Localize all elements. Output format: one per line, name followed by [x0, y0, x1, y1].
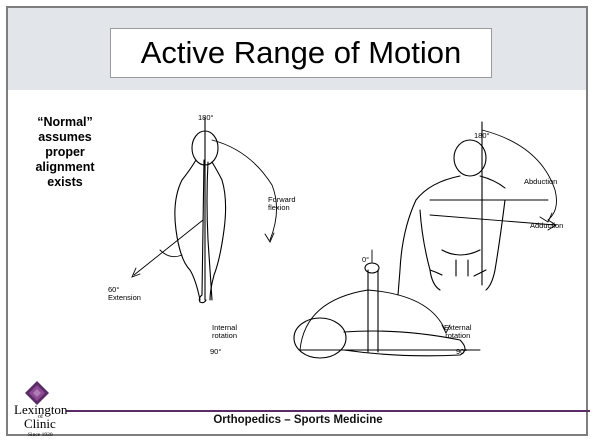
note-line: exists: [20, 175, 110, 190]
note-line: “Normal”: [20, 115, 110, 130]
range-of-motion-illustration: 180° Forward flexion 60° Extension 180° …: [100, 100, 590, 370]
logo-clinic: Clinic: [24, 416, 56, 432]
anatomy-line-drawing: [100, 100, 590, 370]
extension-text: Extension: [108, 294, 141, 302]
normal-alignment-note: “Normal” assumes proper alignment exists: [20, 115, 110, 190]
forward-flexion-line: flexion: [268, 204, 296, 212]
abduction-180-label: 180°: [474, 132, 490, 140]
forward-flexion-figure: [132, 118, 277, 303]
slide-title: Active Range of Motion: [141, 35, 462, 71]
internal-rotation-line: rotation: [212, 332, 237, 340]
abduction-adduction-figure: [398, 122, 556, 295]
footer-divider: [66, 410, 590, 412]
extension-label: 60° Extension: [108, 286, 141, 302]
footer-department: Orthopedics – Sports Medicine: [0, 414, 596, 426]
title-box: Active Range of Motion: [110, 28, 492, 78]
adduction-label: Adduction: [530, 222, 563, 230]
logo-since: Since 1920: [28, 432, 53, 438]
lexington-clinic-logo: Lexington of Clinic Since 1920: [14, 380, 74, 442]
note-line: alignment: [20, 160, 110, 175]
internal-90-label: 90°: [210, 348, 221, 356]
note-line: proper: [20, 145, 110, 160]
external-rotation-line: rotation: [444, 332, 472, 340]
note-line: assumes: [20, 130, 110, 145]
internal-rotation-label: Internal rotation: [212, 324, 237, 340]
forward-flexion-label: Forward flexion: [268, 196, 296, 212]
flexion-180-label: 180°: [198, 114, 214, 122]
rotation-0-label: 0°: [362, 256, 369, 264]
external-90-label: 90°: [456, 348, 467, 356]
abduction-label: Abduction: [524, 178, 557, 186]
rotation-figure: [294, 250, 480, 358]
external-rotation-label: External rotation: [444, 324, 472, 340]
